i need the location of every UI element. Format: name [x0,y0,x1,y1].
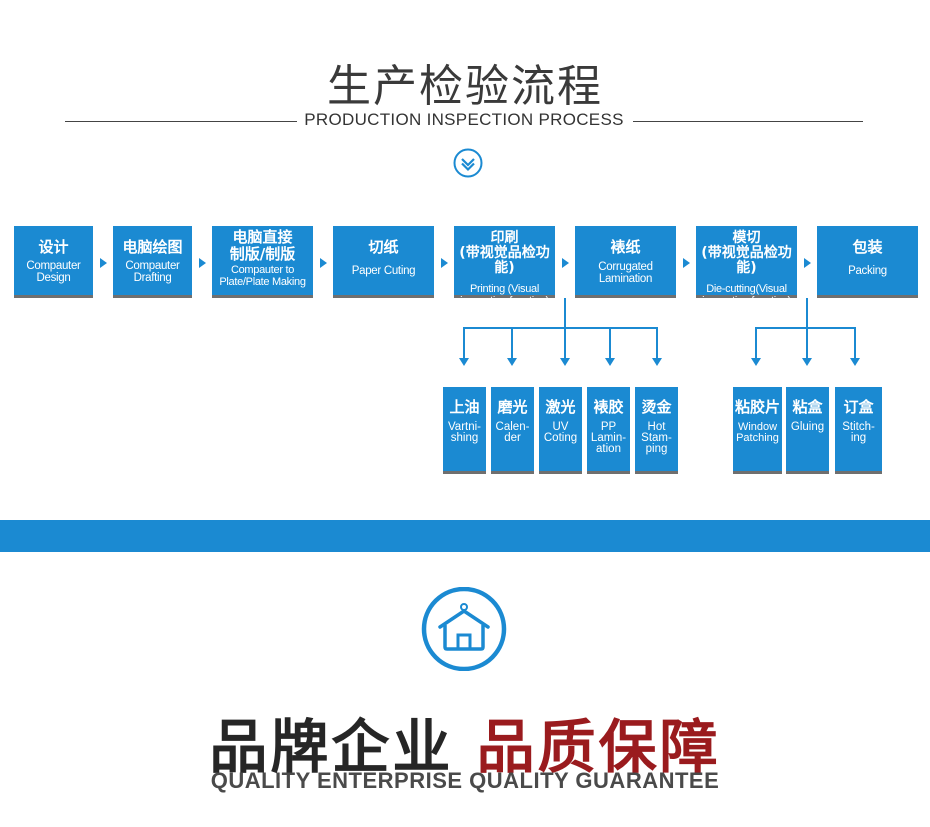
step-label-zh: 电脑直接 制版/制版 [229,228,296,263]
flow-arrow [804,258,811,268]
step-drafting: 电脑绘图 Compauter Drafting [113,226,192,298]
substep-label-zh: 磨光 [497,398,528,416]
brand-slogan-part2: 品质保障 [476,713,721,781]
step-lamination: 裱纸 Corrugated Lamination [575,226,676,298]
branch-arrow [802,358,812,366]
branch-connector [806,298,808,328]
step-label-zh: 裱纸 [610,238,641,256]
substep-label-zh: 粘盒 [792,398,823,416]
step-label-en: Printing (Visual inspection function) [460,283,549,307]
substep-label-zh: 激光 [545,398,576,416]
step-label-zh: 模切 (带视觉品检功能) [701,230,792,276]
branch-arrow [652,358,662,366]
house-icon [421,587,507,671]
substep-label-en: Window Patching [736,421,779,444]
branch-arrow [560,358,570,366]
flow-arrow [100,258,107,268]
substep-gluing: 粘盒 Gluing [786,387,829,474]
brand-slogan-part1: 品牌企业 [209,713,454,781]
substep-hot-stamping: 烫金 Hot Stam- ping [635,387,678,474]
substep-pp-lamination: 裱胶 PP Lamin- ation [587,387,630,474]
branch-arrow [850,358,860,366]
step-label-en: Corrugated Lamination [598,261,653,285]
divider-left [65,121,297,122]
divider-band [0,520,930,552]
step-label-en: Die-cutting(Visual inspection function) [702,283,791,307]
brand-slogan-en: QUALITY ENTERPRISE QUALITY GUARANTEE [210,768,720,793]
branch-connector [564,327,566,359]
substep-label-zh: 上油 [449,398,480,416]
chevron-down-circle-icon [453,148,483,178]
step-label-zh: 设计 [38,238,69,256]
page-title: 生产检验流程 [327,61,603,112]
substep-stitching: 订盒 Stitch- ing [835,387,882,474]
step-die-cutting: 模切 (带视觉品检功能) Die-cutting(Visual inspecti… [696,226,797,307]
substep-label-en: Vartni- shing [447,421,482,444]
brand-slogan: 品牌企业 品质保障 [0,700,930,784]
branch-connector [564,298,566,328]
branch-arrow [459,358,469,366]
branch-arrow [507,358,517,366]
step-label-en: Compauter Drafting [125,260,180,284]
substep-label-zh: 订盒 [843,398,874,416]
step-label-zh: 印刷 (带视觉品检功能) [459,230,550,276]
step-design: 设计 Compauter Design [14,226,93,298]
step-label-zh: 包装 [852,238,883,256]
substep-varnishing: 上油 Vartni- shing [443,387,486,474]
branch-arrow [605,358,615,366]
substep-window-patching: 粘胶片 Window Patching [733,387,782,474]
substep-label-zh: 裱胶 [593,398,624,416]
step-label-zh: 电脑绘图 [122,238,183,256]
step-paper-cutting: 切纸 Paper Cuting [333,226,434,298]
branch-connector [463,327,465,359]
step-label-en: Compauter to Plate/Plate Making [219,264,306,288]
branch-connector [463,327,658,329]
substep-label-zh: 烫金 [641,398,672,416]
substep-label-en: PP Lamin- ation [590,421,627,455]
branch-connector [755,327,757,359]
substep-label-en: Calen- der [495,421,530,444]
step-label-en: Compauter Design [26,260,81,284]
branch-connector [609,327,611,359]
flow-arrow [683,258,690,268]
substep-label-en: Hot Stam- ping [641,421,672,455]
branch-connector [755,327,856,329]
branch-connector [511,327,513,359]
step-plate-making: 电脑直接 制版/制版 Compauter to Plate/Plate Maki… [212,226,313,298]
branch-connector [854,327,856,359]
step-packing: 包装 Packing [817,226,918,298]
flow-arrow [441,258,448,268]
flow-arrow [199,258,206,268]
branch-arrow [751,358,761,366]
page-subtitle: PRODUCTION INSPECTION PROCESS [304,110,624,129]
substep-label-zh: 粘胶片 [734,398,780,416]
substep-uv-coating: 激光 UV Coting [539,387,582,474]
branch-connector [656,327,658,359]
substep-calender: 磨光 Calen- der [491,387,534,474]
step-label-zh: 切纸 [368,238,399,256]
flow-arrow [320,258,327,268]
subtitle-row: PRODUCTION INSPECTION PROCESS [65,110,863,134]
branch-connector [806,327,808,359]
substep-label-en: UV Coting [543,421,578,444]
substep-label-en: Gluing [790,421,825,433]
flow-arrow [562,258,569,268]
step-label-en: Packing [848,265,887,277]
substep-label-en: Stitch- ing [842,421,875,444]
divider-right [633,121,863,122]
step-label-en: Paper Cuting [351,265,416,277]
step-printing: 印刷 (带视觉品检功能) Printing (Visual inspection… [454,226,555,307]
